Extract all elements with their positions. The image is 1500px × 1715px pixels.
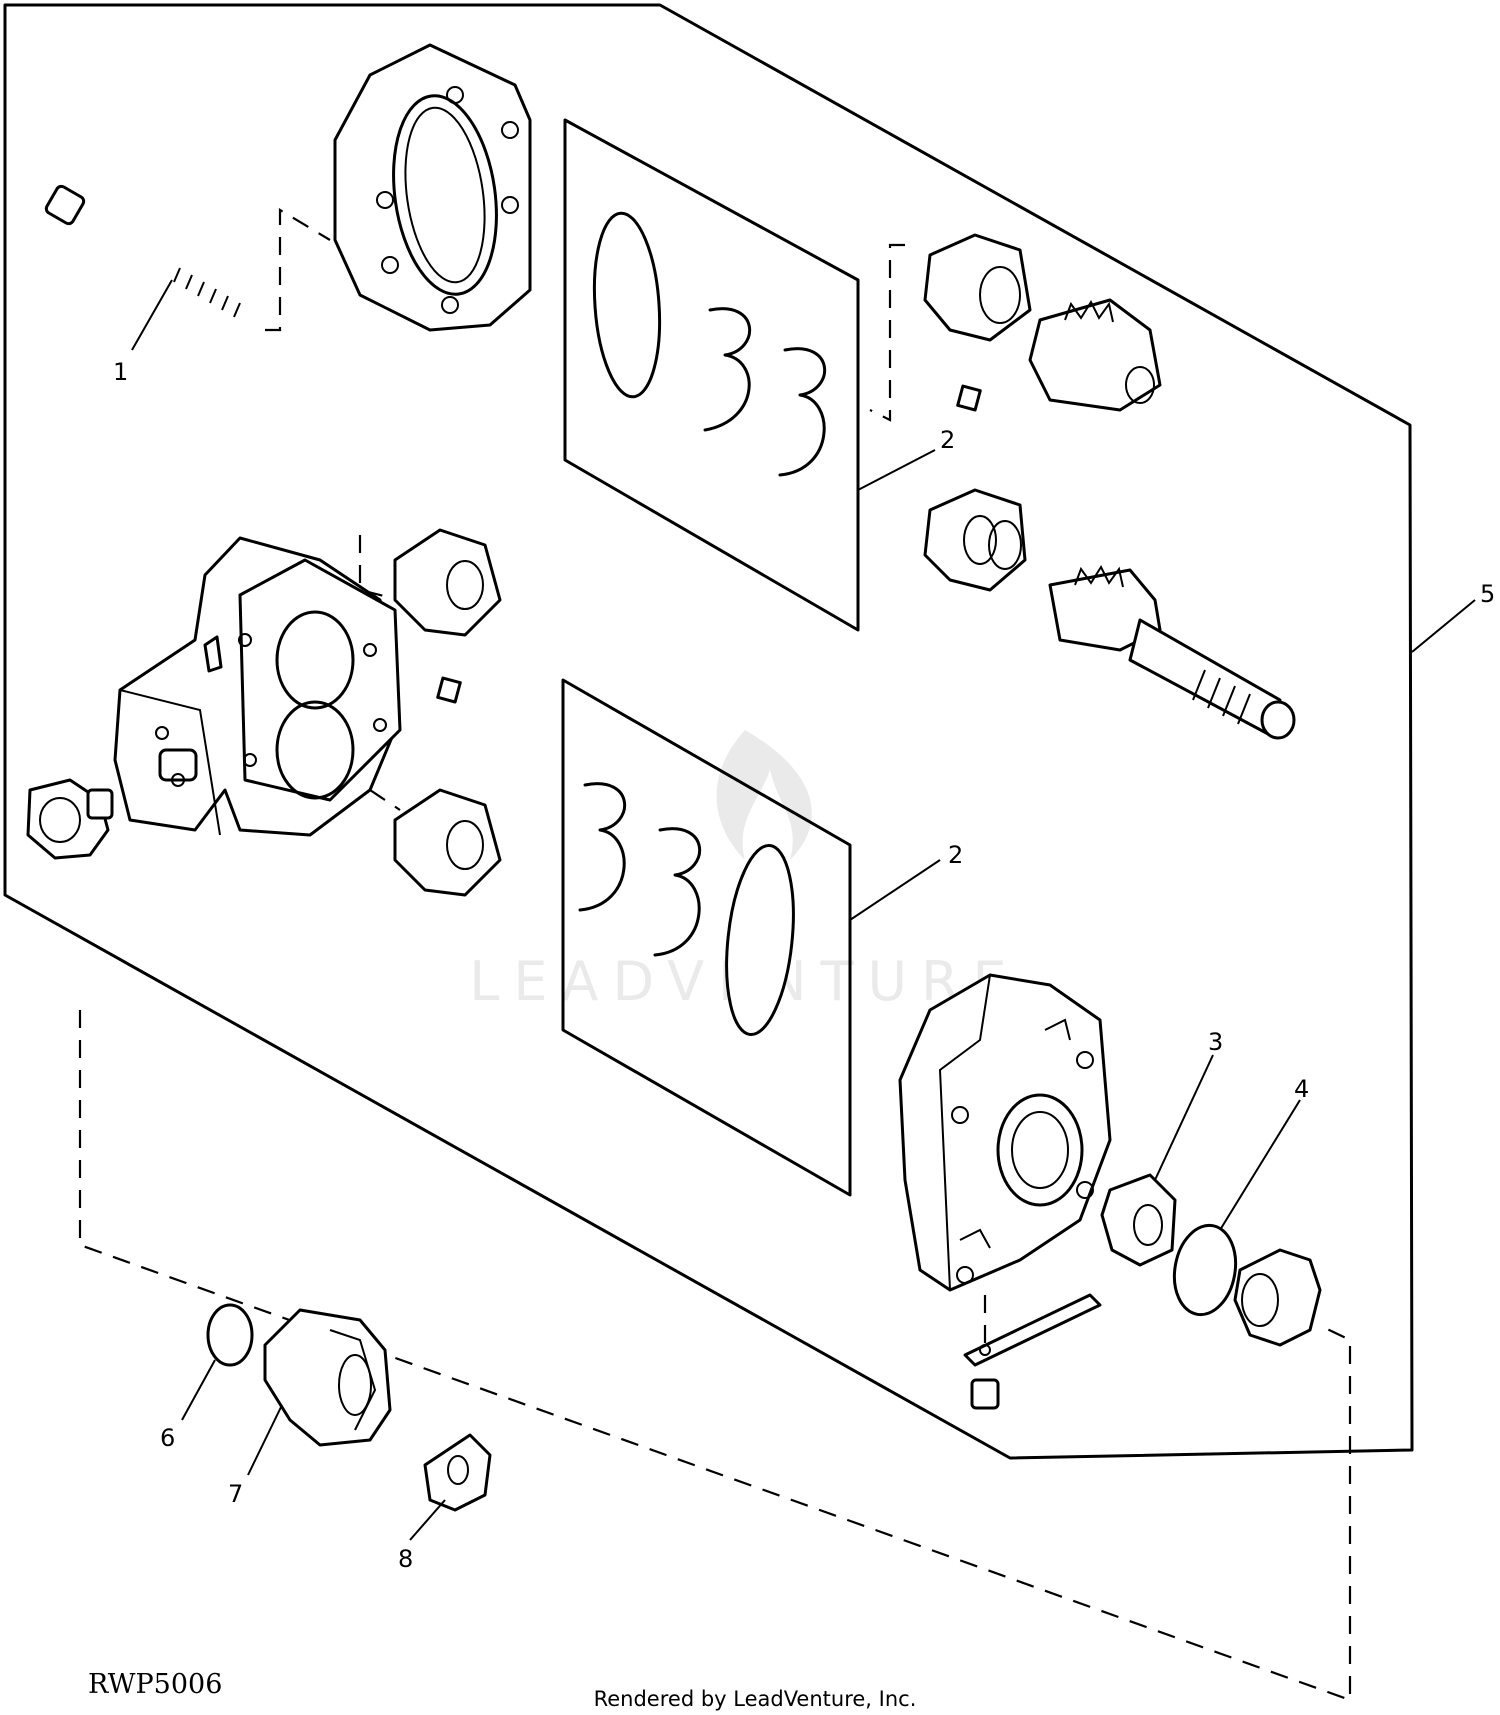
callout-4-leader <box>1219 1099 1301 1231</box>
part-snap-ring <box>1172 1223 1238 1317</box>
callout-2b-leader <box>849 859 941 921</box>
seal-kit-panel-lower <box>561 678 852 1197</box>
callout-1: 1 <box>113 358 128 386</box>
part-coupling <box>263 1308 392 1447</box>
callout-5-leader <box>1411 599 1476 653</box>
figure-id: RWP5006 <box>88 1669 222 1700</box>
watermark-flame-icon <box>716 730 812 860</box>
part-idler-gear <box>1028 298 1162 412</box>
callout-3-leader <box>1154 1054 1214 1181</box>
part-lower-bearing-block <box>923 488 1027 592</box>
callout-6-leader <box>181 1359 216 1421</box>
callout-2a-leader <box>857 449 936 491</box>
lower-group-dashed-outline <box>78 1010 1352 1702</box>
assembly-boundary <box>3 3 1414 1460</box>
part-housing-bearing-lower <box>393 788 502 897</box>
callout-8-leader <box>409 1499 446 1541</box>
upper-bearing-dashed-leader <box>869 243 905 422</box>
callout-8: 8 <box>398 1545 413 1573</box>
part-housing-bearing-upper <box>393 528 502 704</box>
callout-7: 7 <box>228 1480 243 1508</box>
callout-4: 4 <box>1294 1075 1309 1103</box>
part-key-washer <box>423 1433 492 1512</box>
part-mounting-strap <box>963 1293 1102 1410</box>
part-o-ring <box>206 1303 254 1367</box>
part-pump-body <box>113 536 402 837</box>
part-upper-bearing-block <box>923 233 1032 412</box>
callout-3: 3 <box>1208 1028 1223 1056</box>
callout-6: 6 <box>160 1424 175 1452</box>
part-drive-shaft <box>1048 564 1296 740</box>
callout-7-leader <box>247 1404 283 1476</box>
part-rear-cover <box>333 43 532 332</box>
callout-1-leader <box>131 279 173 351</box>
callout-2b: 2 <box>948 841 963 869</box>
seal-kit-panel-upper <box>563 118 860 632</box>
part-inlet-fitting <box>26 778 114 860</box>
part-shaft-seal <box>1233 1248 1322 1347</box>
shaft-dashed-leader <box>265 208 331 332</box>
housing-dashed-line <box>369 789 401 811</box>
render-credit: Rendered by LeadVenture, Inc. <box>594 1687 917 1711</box>
part-bushing <box>1100 1173 1177 1267</box>
callout-2a: 2 <box>940 426 955 454</box>
part-shaft <box>44 184 255 323</box>
callout-5: 5 <box>1480 580 1495 608</box>
part-front-cover <box>898 973 1112 1292</box>
